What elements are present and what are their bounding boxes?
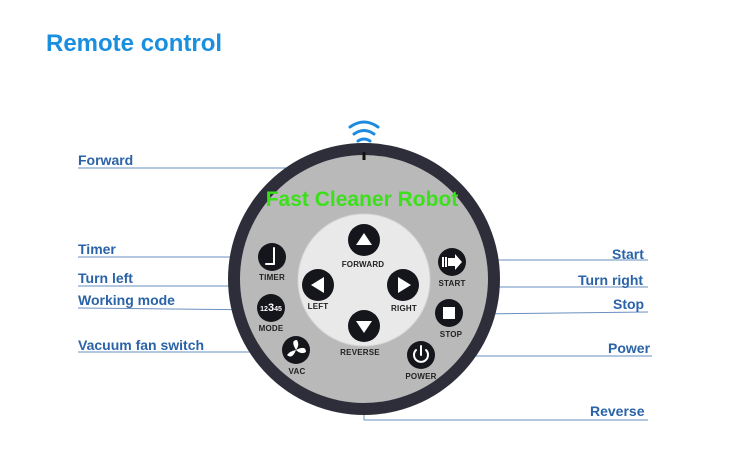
- clock-hands-icon: [265, 247, 275, 265]
- play-arrow-icon: [442, 254, 462, 270]
- start-button-label: START: [438, 279, 466, 288]
- mode-button[interactable]: 12345: [257, 294, 285, 322]
- left-button-label: LEFT: [307, 302, 329, 311]
- direction-pad: [297, 213, 431, 347]
- reverse-button-label: REVERSE: [340, 348, 380, 357]
- power-icon: [413, 345, 429, 363]
- fan-icon: [287, 340, 306, 357]
- callout-stop: Stop: [613, 296, 645, 312]
- timer-button[interactable]: [258, 243, 286, 271]
- right-button-label: RIGHT: [391, 304, 417, 313]
- forward-button[interactable]: [348, 224, 380, 256]
- triangle-down-icon: [356, 321, 372, 333]
- callout-turn-right: Turn right: [578, 272, 644, 288]
- vac-button[interactable]: [282, 336, 310, 364]
- reverse-button[interactable]: [348, 310, 380, 342]
- stop-square-icon: [443, 307, 455, 319]
- timer-button-label: TIMER: [259, 273, 285, 282]
- start-button[interactable]: [438, 248, 466, 276]
- left-button[interactable]: [302, 269, 334, 301]
- power-button[interactable]: [407, 341, 435, 369]
- callout-working-mode: Working mode: [78, 292, 175, 308]
- page-title: Remote control: [46, 30, 223, 57]
- power-button-label: POWER: [405, 372, 437, 381]
- triangle-right-icon: [398, 277, 411, 293]
- triangle-left-icon: [311, 277, 324, 293]
- callout-reverse: Reverse: [590, 403, 645, 419]
- callout-turn-left: Turn left: [78, 270, 133, 286]
- callout-vacuum-fan-switch: Vacuum fan switch: [78, 337, 205, 353]
- mode-button-label: MODE: [258, 324, 284, 333]
- callout-power: Power: [608, 340, 651, 356]
- stop-button-label: STOP: [439, 330, 463, 339]
- wireless-signal-icon: [348, 120, 380, 143]
- right-button[interactable]: [387, 269, 419, 301]
- stop-button[interactable]: [435, 299, 463, 327]
- triangle-up-icon: [356, 233, 372, 245]
- numbers-12345-icon: 12345: [260, 302, 282, 314]
- callout-start: Start: [612, 246, 644, 262]
- forward-button-label: FORWARD: [341, 260, 385, 269]
- callout-forward: Forward: [78, 152, 134, 168]
- callout-timer: Timer: [78, 241, 116, 257]
- brand-label: Fast Cleaner Robot: [265, 188, 459, 211]
- vac-button-label: VAC: [288, 367, 306, 376]
